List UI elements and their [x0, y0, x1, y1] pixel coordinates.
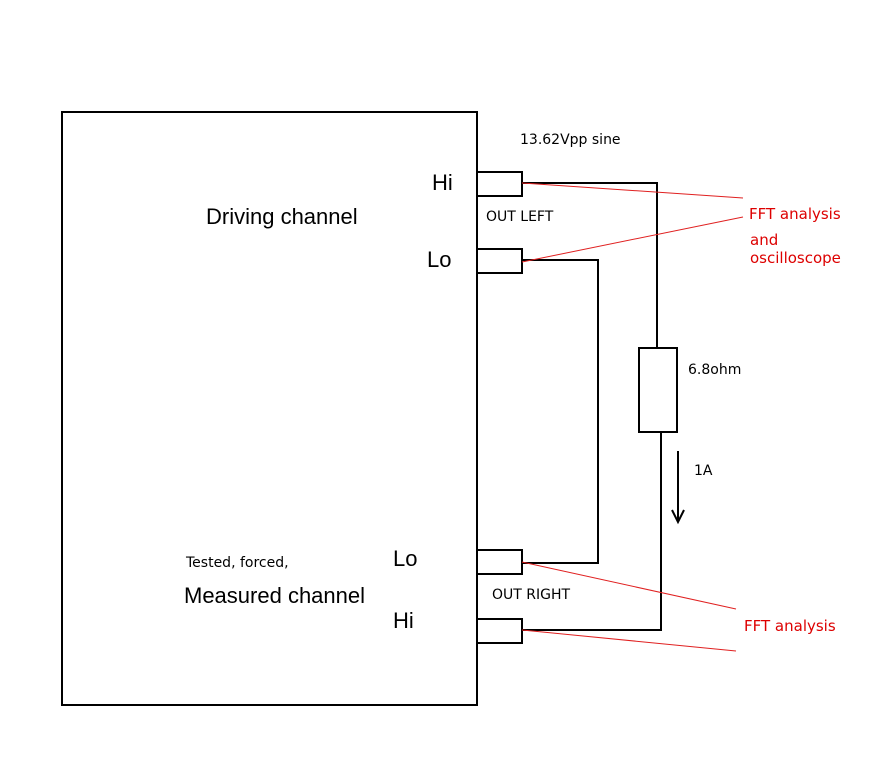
probe-line-left-lo	[521, 216, 744, 263]
current-label: 1A	[694, 463, 713, 479]
resistor-label: 6.8ohm	[688, 362, 741, 378]
probe-line-right-hi	[521, 629, 737, 652]
connector-left-lo	[476, 248, 523, 274]
annotation-top-line2: and	[750, 231, 778, 249]
terminal-left-hi: Hi	[432, 170, 453, 195]
signal-label: 13.62Vpp sine	[520, 132, 621, 148]
annotation-top-line1: FFT analysis	[749, 205, 841, 223]
connector-right-lo	[476, 549, 523, 575]
terminal-right-hi: Hi	[393, 608, 414, 633]
annotation-top-line3: oscilloscope	[750, 249, 841, 267]
device-box	[61, 111, 478, 706]
wire-right-hi	[522, 432, 662, 631]
measured-channel-line2: Measured channel	[184, 583, 365, 608]
connector-right-hi	[476, 618, 523, 644]
probe-line-right-lo	[521, 561, 737, 610]
out-left-label: OUT LEFT	[486, 209, 554, 225]
wire-lo-loop	[522, 259, 599, 564]
probe-line-left-hi	[521, 182, 744, 199]
terminal-right-lo: Lo	[393, 546, 417, 571]
out-right-label: OUT RIGHT	[492, 587, 571, 603]
terminal-left-lo: Lo	[427, 247, 451, 272]
annotation-bottom: FFT analysis	[744, 617, 836, 635]
driving-channel-label: Driving channel	[206, 204, 358, 229]
connector-left-hi	[476, 171, 523, 197]
measured-channel-line1: Tested, forced,	[185, 555, 289, 571]
current-arrow-head	[671, 509, 685, 525]
resistor	[638, 347, 678, 433]
wire-left-hi	[522, 182, 658, 348]
